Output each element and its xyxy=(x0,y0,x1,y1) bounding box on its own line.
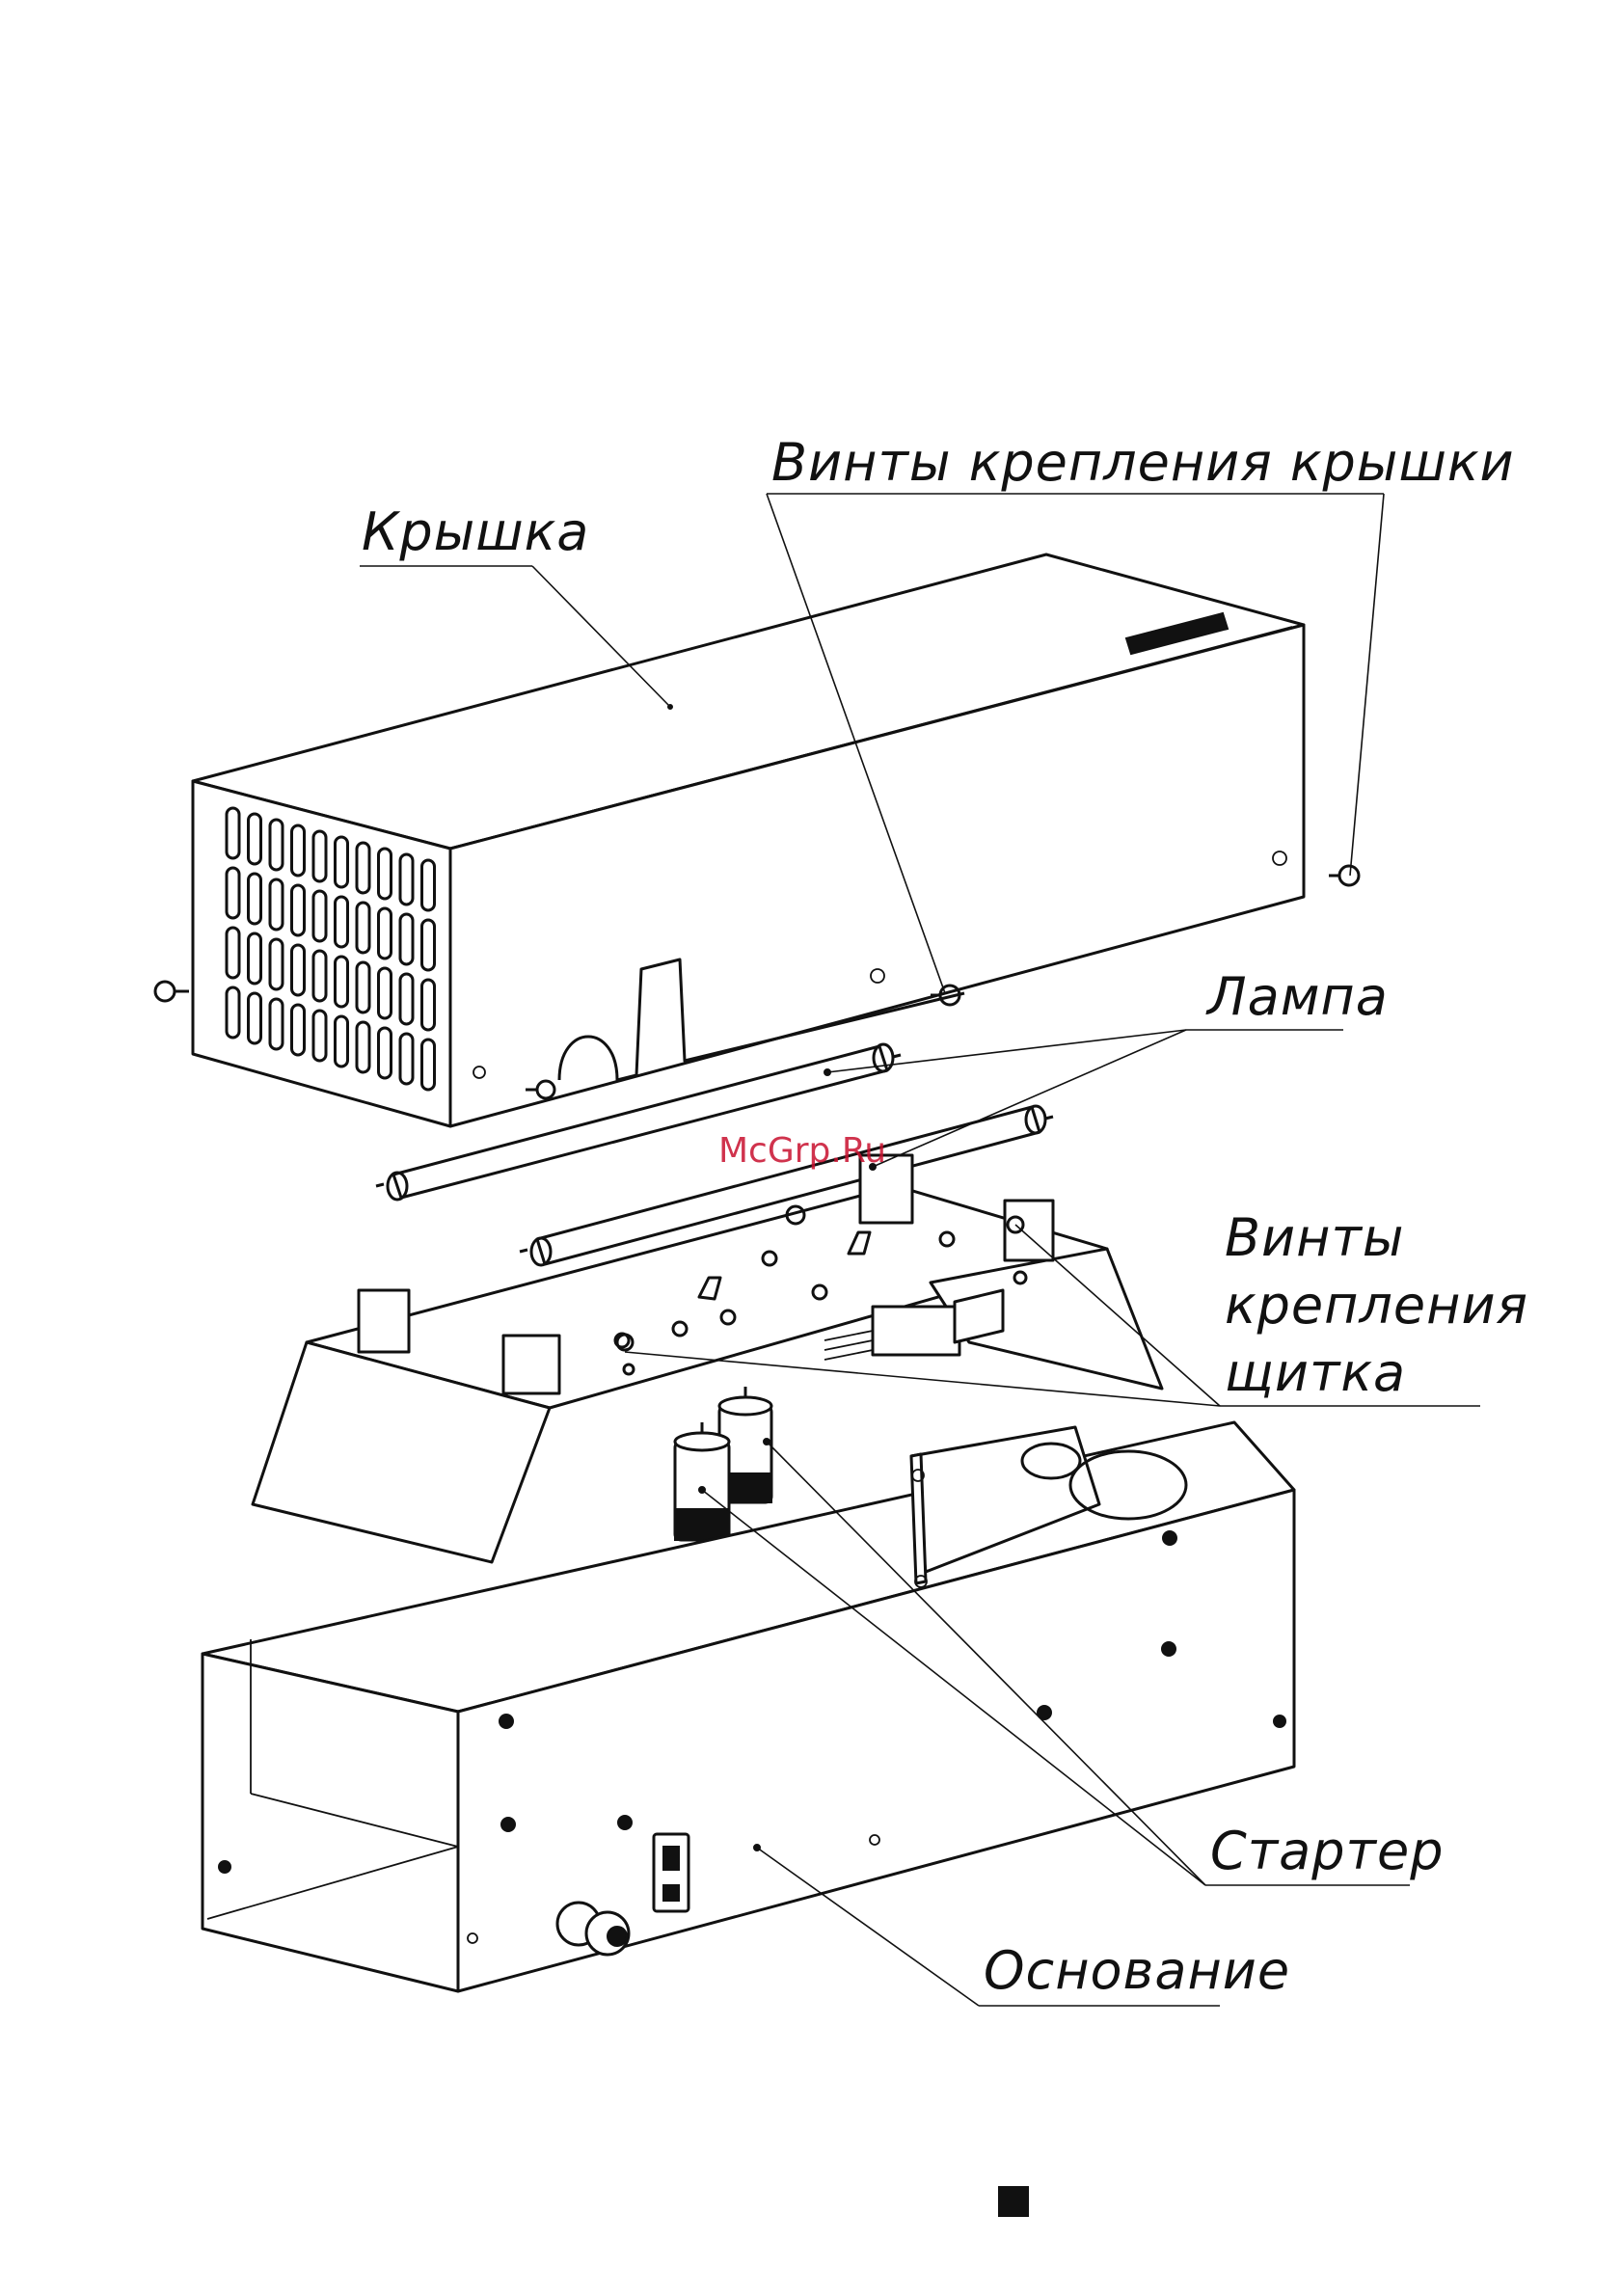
label-cover: Крышка xyxy=(362,501,589,562)
cover-screw-icon xyxy=(1329,866,1359,885)
cover-housing xyxy=(193,554,1304,1126)
label-starter: Стартер xyxy=(1210,1821,1445,1881)
label-panel-screws-line3: щитка xyxy=(1225,1342,1406,1403)
label-cover-screws: Винты крепления крышки xyxy=(771,432,1515,493)
power-switch-icon xyxy=(654,1834,689,1911)
page-marker xyxy=(998,2186,1029,2217)
label-lamp: Лампа xyxy=(1205,966,1389,1027)
watermark: McGrp.Ru xyxy=(718,1131,886,1171)
label-panel-screws-line2: крепления xyxy=(1225,1275,1528,1336)
starter-capsule xyxy=(675,1422,729,1540)
cover-screw-icon xyxy=(155,982,189,1001)
label-base: Основание xyxy=(984,1940,1290,2001)
label-panel-screws-line1: Винты xyxy=(1225,1207,1405,1268)
